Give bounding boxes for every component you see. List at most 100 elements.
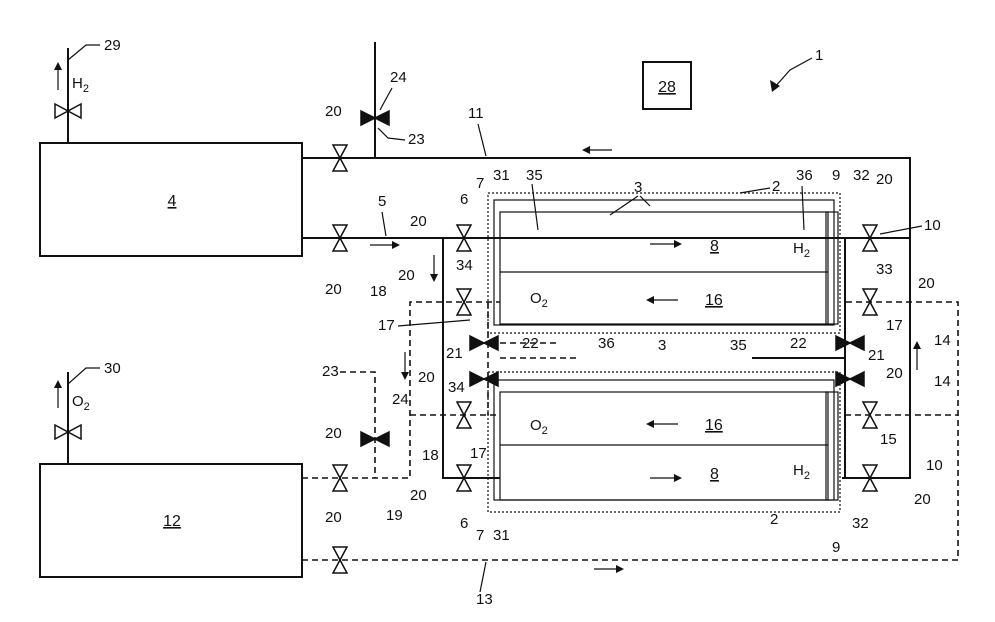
- h2-up-arrowhead: [54, 62, 62, 70]
- stack-lower: [488, 372, 840, 512]
- upper-flow-arrow-h2-head: [674, 240, 682, 248]
- upper-h2-label: H2: [793, 240, 810, 260]
- ref-9-bottom: 9: [832, 539, 840, 556]
- ref-20-l4: 20: [418, 369, 435, 386]
- ref-35-mid: 35: [730, 337, 747, 354]
- leader-23-top: [378, 128, 405, 140]
- ref-14-top: 14: [934, 332, 951, 349]
- leader-11: [478, 124, 486, 156]
- leader-2-top: [740, 188, 770, 193]
- ref-20-tr: 20: [876, 171, 893, 188]
- ref-21-right: 21: [868, 347, 885, 364]
- h2-outlet-label: H2: [72, 75, 89, 95]
- ref-7-bottom: 7: [476, 527, 484, 544]
- ref-15: 15: [880, 431, 897, 448]
- hydrogen-tank-label: 4: [168, 193, 177, 210]
- valve-20-left-c: [457, 402, 471, 428]
- leader-1: [774, 58, 812, 88]
- ref-20-r3: 20: [886, 365, 903, 382]
- leader-29: [68, 45, 100, 60]
- ref-11: 11: [468, 105, 484, 122]
- lower-h2-chamber-ref: 8: [710, 466, 719, 483]
- ref-9-top: 9: [832, 167, 840, 184]
- leader-17-top: [398, 320, 470, 326]
- ref-6-bottom: 6: [460, 515, 468, 532]
- ref-36-mid: 36: [598, 335, 615, 352]
- upper-h2-chamber-ref: 8: [710, 238, 719, 255]
- leader-10-top: [880, 226, 922, 234]
- arrow-up-right-head: [913, 341, 921, 349]
- leader-24-top: [380, 88, 392, 110]
- ref-18-bottom: 18: [422, 447, 439, 464]
- ref-18-top: 18: [370, 283, 387, 300]
- ref-5: 5: [378, 193, 386, 210]
- ref-10-top: 10: [924, 217, 941, 234]
- oxygen-tank-label: 12: [163, 513, 181, 530]
- arrow-o2-down-head: [401, 372, 409, 380]
- ref-24-top: 24: [390, 69, 407, 86]
- ref-3-mid: 3: [658, 337, 666, 354]
- upper-o2-chamber-ref: 16: [705, 292, 723, 309]
- upper-flow-arrow-o2-head: [646, 296, 654, 304]
- ref-22-left: 22: [522, 335, 539, 352]
- leader-30: [68, 368, 100, 384]
- ref-20-r2: 20: [918, 275, 935, 292]
- ref-10-bottom: 10: [926, 457, 943, 474]
- lower-h2-label: H2: [793, 462, 810, 482]
- ref-32-bottom: 32: [852, 515, 869, 532]
- ref-23-mid: 23: [322, 363, 339, 380]
- ref-30: 30: [104, 360, 121, 377]
- valve-21-left-upper: [470, 336, 498, 350]
- leader-5: [382, 212, 386, 236]
- ref-20-l1: 20: [325, 281, 342, 298]
- leader-1-head: [770, 80, 780, 92]
- ref-20-l5: 20: [325, 425, 342, 442]
- o2-outlet-label: O2: [72, 393, 90, 413]
- ref-20-r4: 20: [914, 491, 931, 508]
- ref-21-left: 21: [446, 345, 463, 362]
- ref-6-top: 6: [460, 191, 468, 208]
- ref-20-l3: 20: [398, 267, 415, 284]
- ref-2-top: 2: [772, 178, 780, 195]
- arrow-down-left-head: [430, 274, 438, 282]
- ref-17-bottom: 17: [470, 445, 487, 462]
- stack-upper: [488, 193, 840, 333]
- valve-22-right-lower: [836, 372, 864, 386]
- ref-2-bottom: 2: [770, 511, 778, 528]
- ref-3-top: 3: [634, 179, 642, 196]
- ref-20-l2: 20: [410, 213, 427, 230]
- leader-13: [480, 562, 486, 592]
- ref-14-bottom: 14: [934, 373, 951, 390]
- leader-36-top: [802, 186, 804, 230]
- ref-13: 13: [476, 591, 493, 608]
- ref-29: 29: [104, 37, 121, 54]
- ref-24-mid: 24: [392, 391, 409, 408]
- ref-31-top: 31: [493, 167, 510, 184]
- leader-3-top-b: [640, 196, 650, 206]
- ref-33: 33: [876, 261, 893, 278]
- controller-label: 28: [658, 79, 676, 96]
- ref-20-tl: 20: [325, 103, 342, 120]
- valve-20-right-b: [863, 289, 877, 315]
- upper-o2-label: O2: [530, 290, 548, 310]
- lower-o2-label: O2: [530, 417, 548, 437]
- arrow-supply-head: [392, 241, 400, 249]
- ref-17-right: 17: [886, 317, 903, 334]
- ref-19: 19: [386, 507, 403, 524]
- lower-o2-chamber-ref: 16: [705, 417, 723, 434]
- valve-21-right-upper: [836, 336, 864, 350]
- lower-flow-arrow-h2-head: [674, 474, 682, 482]
- ref-23-top: 23: [408, 131, 425, 148]
- ref-20-l6: 20: [410, 487, 427, 504]
- ref-20-l7: 20: [325, 509, 342, 526]
- o2-vent-line-23: [340, 372, 375, 478]
- arrow-top-head: [582, 146, 590, 154]
- valve-22-left-lower: [470, 372, 498, 386]
- lower-flow-arrow-o2-head: [646, 420, 654, 428]
- ref-35-top: 35: [526, 167, 543, 184]
- ref-34-top: 34: [456, 257, 473, 274]
- ref-34-bottom: 34: [448, 379, 465, 396]
- ref-7-top: 7: [476, 175, 484, 192]
- arrow-bottom-head: [616, 565, 624, 573]
